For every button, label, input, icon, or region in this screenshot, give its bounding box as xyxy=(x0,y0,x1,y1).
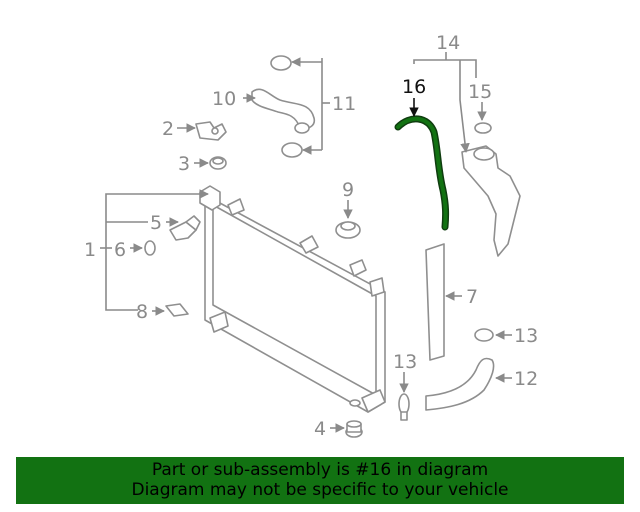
callout-10: 10 xyxy=(212,88,236,110)
callout-6: 6 xyxy=(114,239,126,261)
callout-7: 7 xyxy=(466,286,478,308)
callout-4: 4 xyxy=(314,418,326,440)
callout-11: 11 xyxy=(332,93,356,115)
grommet-part-3 xyxy=(209,156,227,170)
clip-part-8 xyxy=(165,303,189,317)
sensor-part-5 xyxy=(169,215,201,241)
callout-5: 5 xyxy=(150,212,162,234)
reservoir-tank-part-14 xyxy=(461,145,521,257)
callout-3: 3 xyxy=(178,153,190,175)
lower-hose-part-12 xyxy=(425,357,495,411)
hose-clamp-part-11 xyxy=(270,55,303,158)
radiator-part xyxy=(199,185,386,413)
clamp-part-13-right xyxy=(474,328,494,342)
leader-lines-part-1 xyxy=(100,189,209,311)
bracket-part-2 xyxy=(195,121,227,141)
upper-hose-part-10 xyxy=(251,88,316,134)
callout-12: 12 xyxy=(514,368,538,390)
drain-plug-part-4 xyxy=(345,420,363,438)
callout-16: 16 xyxy=(402,76,426,98)
banner-line-1: Part or sub-assembly is #16 in diagram xyxy=(151,460,489,480)
callout-1: 1 xyxy=(84,239,96,261)
clamp-part-15 xyxy=(474,122,492,134)
callout-15: 15 xyxy=(468,81,492,103)
callout-2: 2 xyxy=(162,118,174,140)
callout-13-right: 13 xyxy=(514,325,538,347)
air-guide-part-7 xyxy=(425,243,445,361)
callout-13-bottom: 13 xyxy=(393,351,417,373)
notice-banner: Part or sub-assembly is #16 in diagram D… xyxy=(16,457,624,504)
callout-8: 8 xyxy=(136,301,148,323)
banner-line-2: Diagram may not be specific to your vehi… xyxy=(131,480,509,500)
callout-9: 9 xyxy=(342,179,354,201)
radiator-cap-part-9 xyxy=(335,221,361,239)
clamp-part-13-bottom xyxy=(398,393,410,421)
overflow-hose-part-16 xyxy=(394,115,450,231)
callout-14: 14 xyxy=(436,32,460,54)
o-ring-part-6 xyxy=(144,240,156,256)
